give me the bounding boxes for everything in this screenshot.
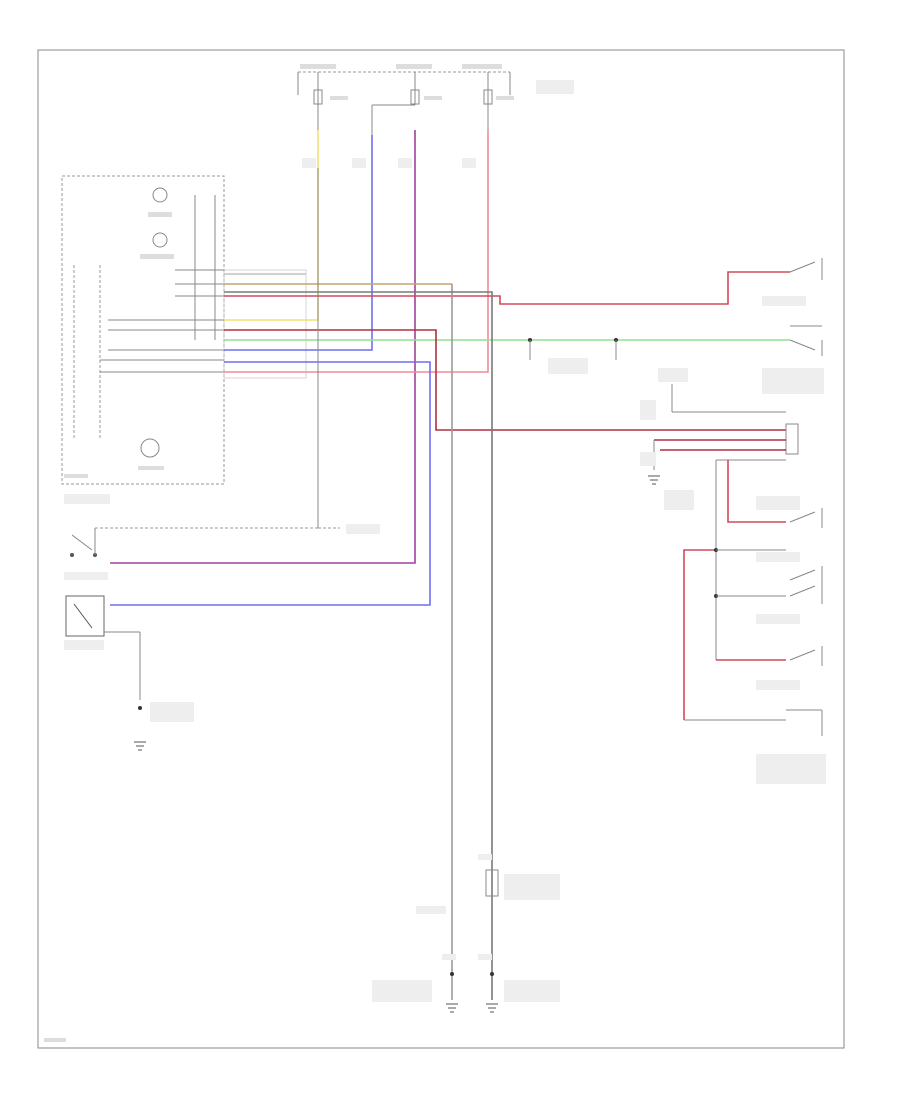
relay-green [528, 338, 618, 374]
door-lock-connector [658, 368, 799, 455]
figure-id-tag [44, 1038, 66, 1042]
fuse-3-icon [483, 89, 493, 105]
brake-indicator-icon [152, 187, 168, 203]
diagram-border [37, 49, 845, 1049]
ground-icon [648, 475, 660, 485]
wire-blue-lower [110, 361, 431, 606]
instrument-cluster [61, 175, 225, 504]
door-ajar-indicator-icon [140, 438, 160, 458]
wire-red-door-lf [224, 271, 790, 305]
wire-blue-upper [224, 135, 373, 351]
right-switches [528, 258, 826, 784]
wire-gray-long-2 [224, 291, 493, 1000]
right-rear-door-switch [714, 580, 823, 624]
cluster-connector [223, 269, 307, 379]
fuse-block [297, 64, 574, 168]
ground-icon [486, 1003, 498, 1013]
wire-purple [110, 130, 416, 564]
key-reminder-switch [64, 168, 380, 580]
fuse-1-icon [313, 89, 323, 105]
right-front-door-switch [716, 646, 823, 690]
passenger-compartment-switch [762, 325, 824, 394]
ignition-switch [64, 595, 194, 751]
left-front-door-switch [762, 258, 823, 306]
wire-pink [224, 130, 489, 373]
harness-wires [110, 130, 790, 1000]
keyless-entry-module [684, 709, 826, 784]
bottom-components [372, 854, 560, 1013]
fuse-2-icon [410, 89, 420, 105]
wire-darkred-doors [224, 329, 786, 431]
seatbelt-indicator-icon [152, 232, 168, 248]
ground-icon [446, 1003, 458, 1013]
left-rear-door-switch [683, 548, 823, 720]
other-door-switch [727, 460, 823, 528]
diode-icon [485, 869, 499, 897]
ground-icon [134, 741, 146, 751]
